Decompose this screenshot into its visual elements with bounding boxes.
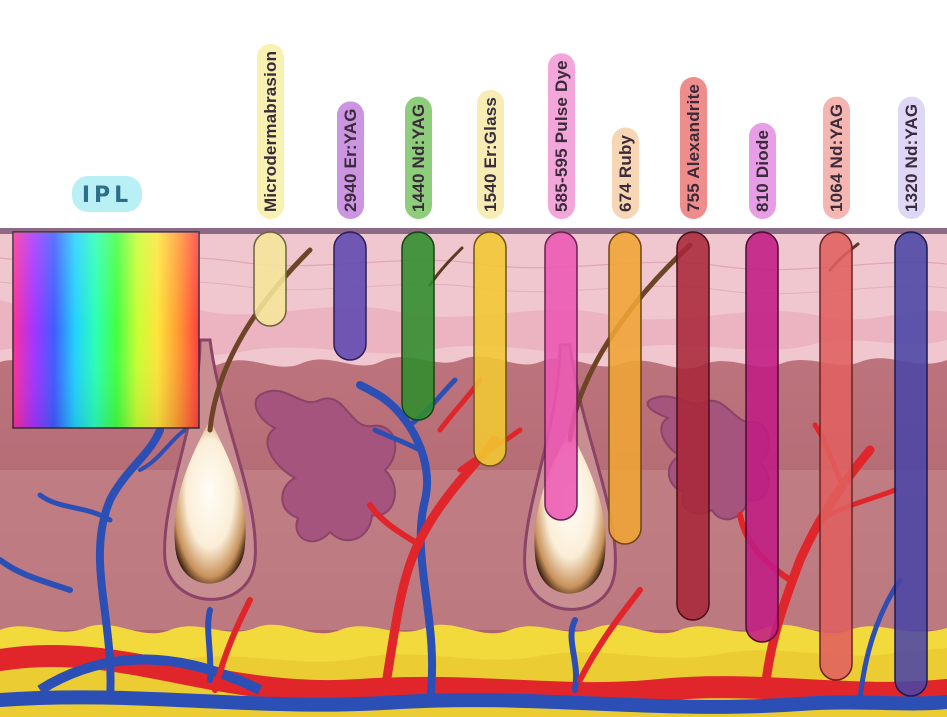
laser-label: 755 Alexandrite [684, 84, 703, 212]
laser-label-group: 2940 Er:YAG [337, 101, 364, 219]
laser-label: Microdermabrasion [261, 51, 280, 212]
laser-label-group: 1320 Nd:YAG [898, 97, 925, 219]
deep-vein [0, 697, 947, 707]
laser-column [545, 232, 577, 520]
laser-label-group: 585-595 Pulse Dye [548, 53, 575, 219]
laser-label-group: 1440 Nd:YAG [405, 97, 432, 219]
laser-column [895, 232, 927, 696]
laser-column [677, 232, 709, 620]
laser-depth-bar [402, 232, 434, 420]
laser-depth-bar [334, 232, 366, 360]
laser-column [746, 232, 778, 642]
laser-depth-bar [474, 232, 506, 466]
laser-label: 1540 Er:Glass [481, 97, 500, 212]
laser-depth-bar [820, 232, 852, 680]
laser-depth-bar [895, 232, 927, 696]
laser-depth-bar [545, 232, 577, 520]
laser-label-group: 755 Alexandrite [680, 77, 707, 219]
laser-label-group: Microdermabrasion [257, 44, 284, 219]
laser-depth-bar [746, 232, 778, 642]
laser-column [820, 232, 852, 680]
laser-label-group: 810 Diode [749, 123, 776, 219]
ipl-label: IPL [82, 183, 132, 208]
laser-label: 674 Ruby [616, 134, 635, 212]
laser-depth-bar [677, 232, 709, 620]
laser-column [609, 232, 641, 544]
ipl-label-group: IPL [72, 176, 142, 212]
laser-label: 1320 Nd:YAG [902, 104, 921, 212]
laser-label-group: 674 Ruby [612, 127, 639, 219]
laser-label-group: 1064 Nd:YAG [823, 97, 850, 219]
laser-column [474, 232, 506, 466]
laser-label: 2940 Er:YAG [341, 108, 360, 212]
laser-column [254, 232, 286, 326]
ipl-spectrum-block [13, 232, 199, 428]
laser-label: 1064 Nd:YAG [827, 104, 846, 212]
laser-label: 810 Diode [753, 130, 772, 212]
laser-column [334, 232, 366, 360]
laser-depth-bar [609, 232, 641, 544]
laser-column [402, 232, 434, 420]
laser-depth-bar [254, 232, 286, 326]
laser-label: 1440 Nd:YAG [409, 104, 428, 212]
laser-label: 585-595 Pulse Dye [552, 60, 571, 212]
laser-label-group: 1540 Er:Glass [477, 90, 504, 219]
